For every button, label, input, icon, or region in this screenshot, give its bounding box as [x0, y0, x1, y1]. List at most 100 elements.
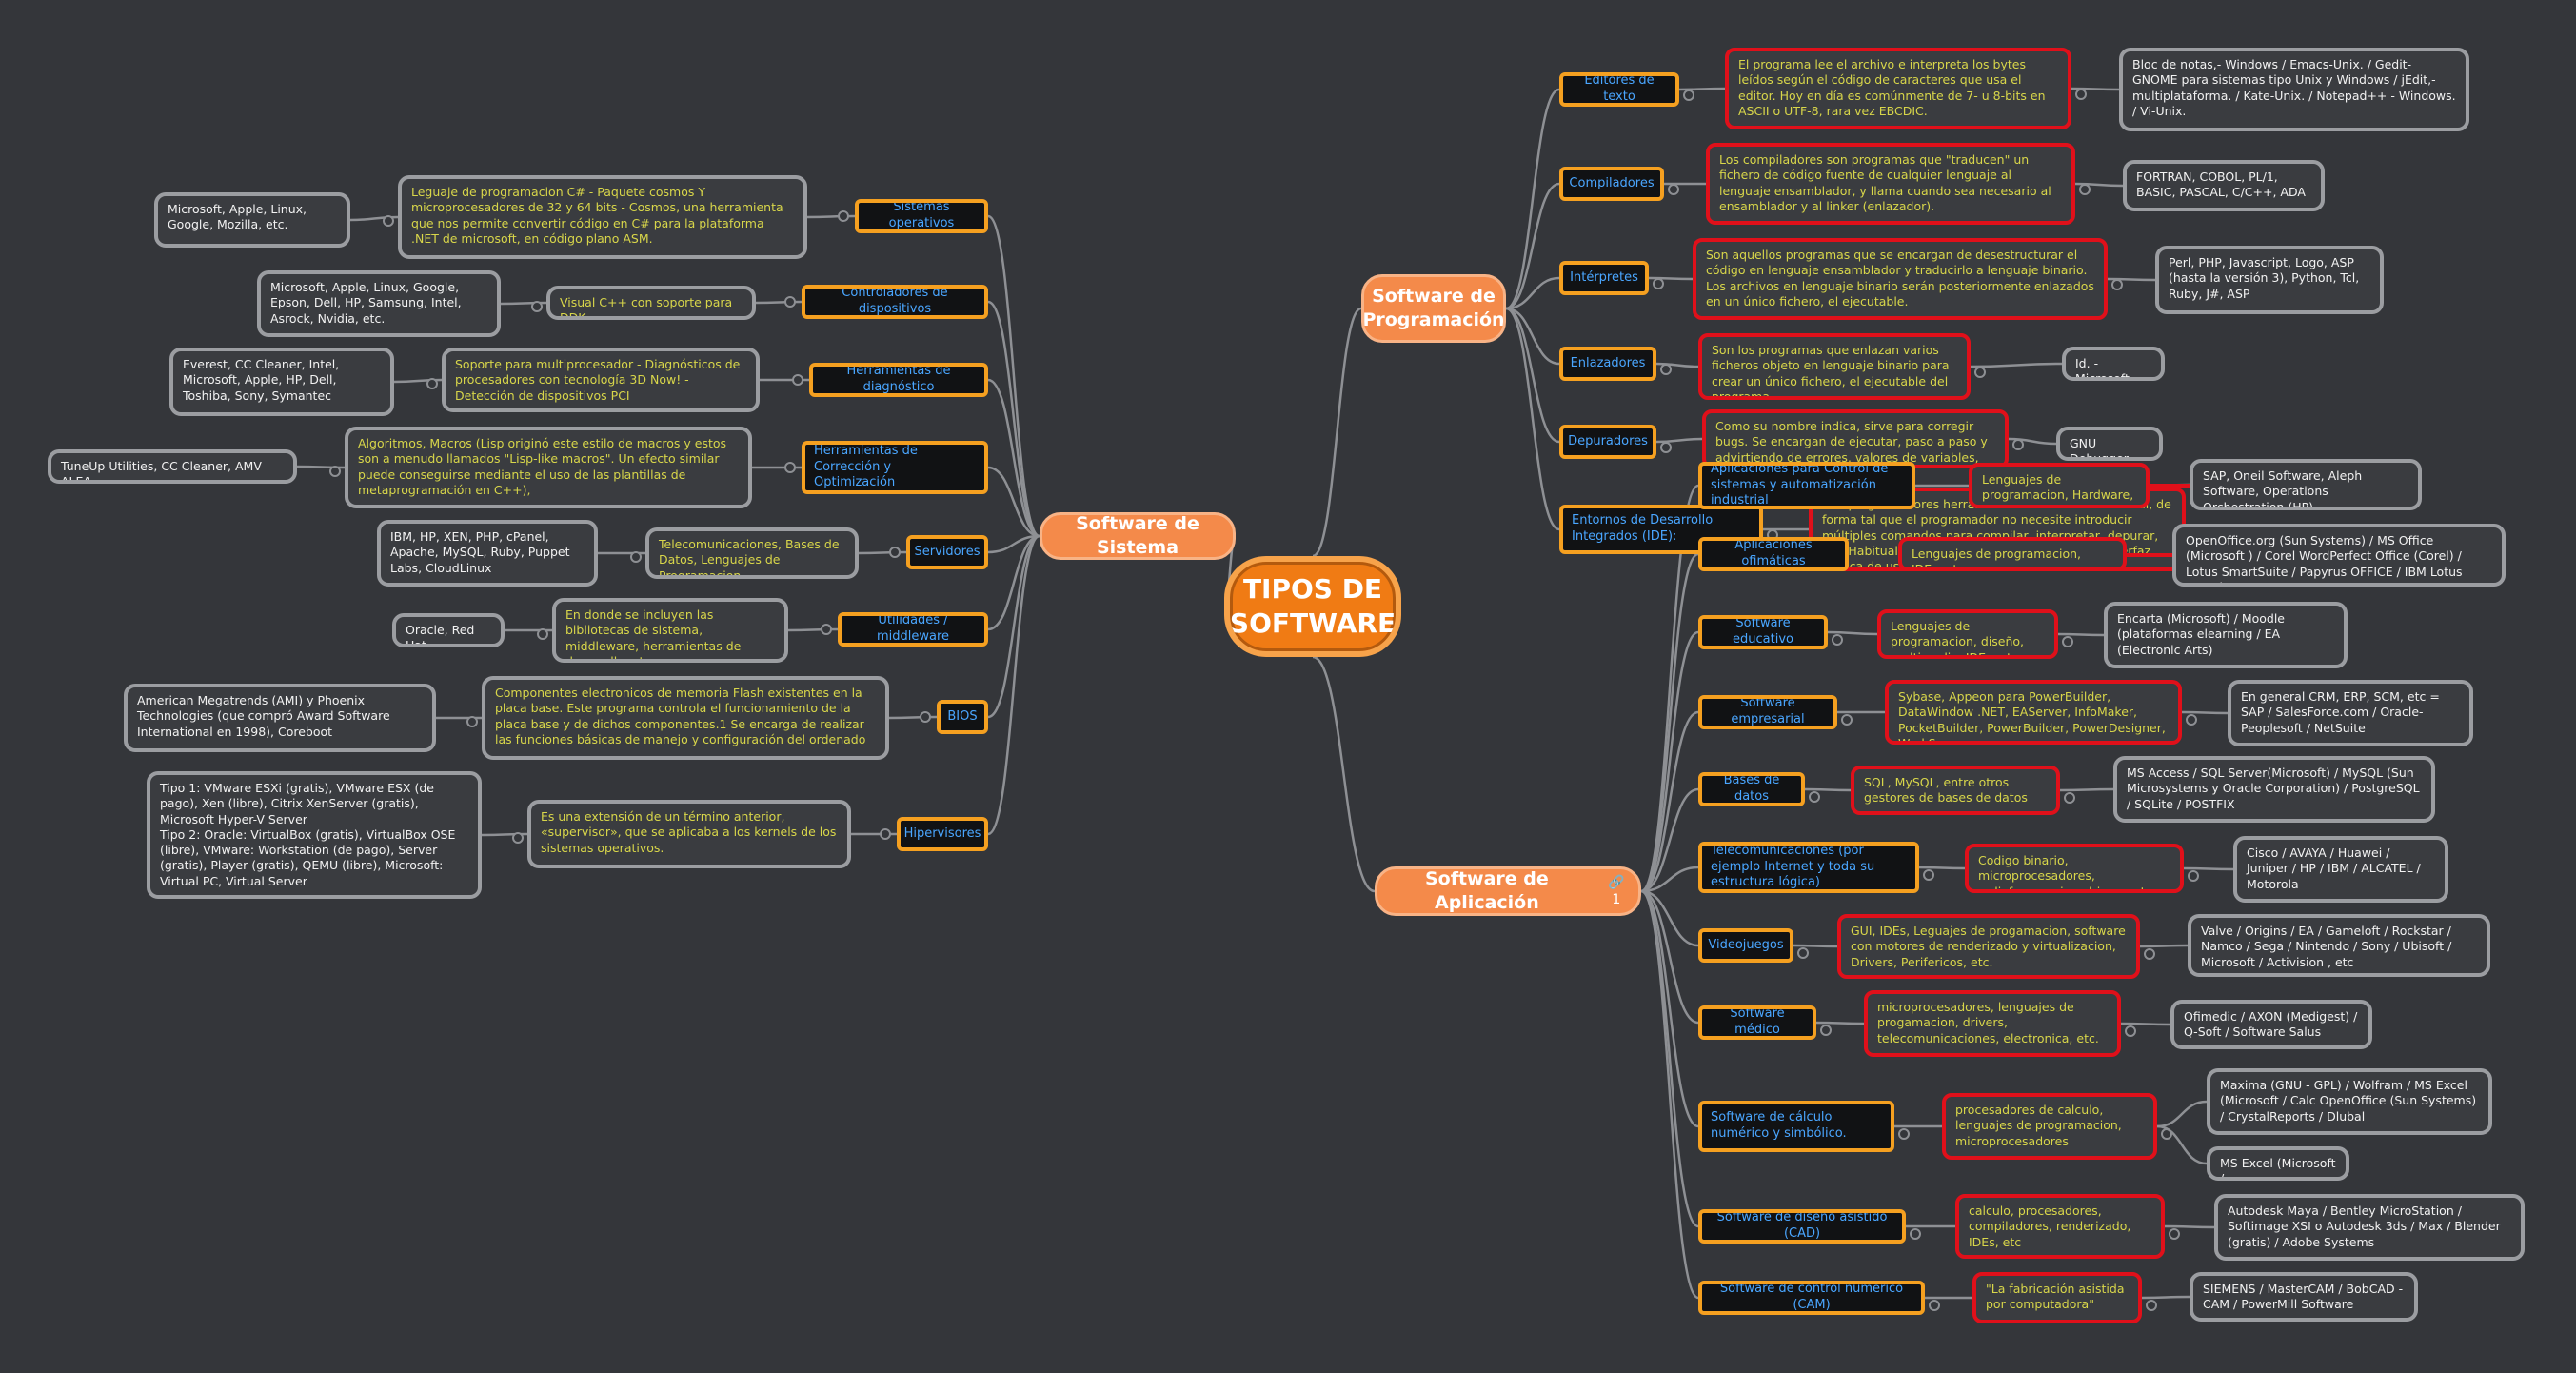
- sistema-desc-7: Es una extensión de un término anterior,…: [527, 800, 851, 868]
- app-cat-4[interactable]: Bases de datos: [1698, 772, 1805, 806]
- prog-cat-2[interactable]: Intérpretes: [1559, 261, 1649, 295]
- app-cat-1[interactable]: Aplicaciones ofimáticas: [1698, 537, 1849, 571]
- dot-prog-1: [1668, 184, 1679, 195]
- sistema-desc-0: Leguaje de programacion C# - Paquete cos…: [398, 175, 807, 259]
- dot-app-d-6: [2144, 948, 2155, 960]
- wire-sistema-ex-0: [349, 215, 399, 222]
- sistema-cat-1[interactable]: Controladores de dispositivos: [802, 285, 988, 319]
- wire-sistema-desc-4: [858, 550, 907, 555]
- sistema-desc-5: En donde se incluyen las bibliotecas de …: [552, 598, 788, 663]
- wire-app-ex-6: [2139, 944, 2189, 948]
- wire-app-2: [1640, 630, 1699, 893]
- app-desc-7: microprocesadores, lenguajes de progamac…: [1864, 990, 2121, 1057]
- sistema-cat-4[interactable]: Servidores: [906, 535, 988, 569]
- branch-software-sistema[interactable]: Software de Sistema: [1040, 512, 1236, 560]
- app-cat-8[interactable]: Software de cálculo numérico y simbólico…: [1698, 1101, 1894, 1152]
- central-topic[interactable]: TIPOS DE SOFTWARE: [1224, 556, 1401, 657]
- dot-sistema-5: [821, 624, 832, 635]
- wire-sistema-0: [987, 214, 1040, 538]
- dot-app-d-4: [2064, 792, 2075, 804]
- sistema-desc-4: Telecomunicaciones, Bases de Datos, Leng…: [645, 527, 859, 579]
- app-ex-4: MS Access / SQL Server(Microsoft) / MySQ…: [2113, 756, 2435, 823]
- link-count-badge[interactable]: 🔗 1: [1608, 874, 1625, 907]
- wire-prog-desc-0: [1678, 87, 1726, 91]
- sistema-cat-7[interactable]: Hipervisores: [897, 817, 988, 851]
- sistema-ex-4: IBM, HP, XEN, PHP, cPanel, Apache, MySQL…: [377, 520, 598, 587]
- sistema-cat-6[interactable]: BIOS: [937, 700, 988, 734]
- app-cat-5[interactable]: Telecomunicaciones (por ejemplo Internet…: [1698, 842, 1919, 893]
- sistema-ex-2: Everest, CC Cleaner, Intel, Microsoft, A…: [169, 348, 394, 416]
- wire-sistema-3: [987, 466, 1040, 538]
- dot-sistema-3: [784, 462, 796, 473]
- dot-prog-d-3: [1974, 367, 1986, 378]
- sistema-ex-6: American Megatrends (AMI) y Phoenix Tech…: [124, 684, 436, 752]
- app-ex-9: Autodesk Maya / Bentley MicroStation / S…: [2214, 1194, 2525, 1261]
- app-cat-10[interactable]: Software de control numérico (CAM): [1698, 1281, 1925, 1315]
- wire-sistema-5: [987, 534, 1040, 631]
- wire-prog-desc-4: [1655, 437, 1703, 444]
- wire-prog-4: [1505, 307, 1560, 444]
- app-cat-7[interactable]: Software médico: [1698, 1005, 1816, 1040]
- app-cat-2[interactable]: Software educativo: [1698, 615, 1828, 649]
- sistema-ex-5: Oracle, Red Hat: [392, 613, 505, 647]
- app-ex-7: Ofimedic / AXON (Medigest) / Q-Soft / So…: [2170, 1000, 2372, 1049]
- prog-cat-1[interactable]: Compiladores: [1559, 167, 1664, 201]
- wire-app-ex-7: [2120, 1022, 2171, 1026]
- dot-sistema-d-6: [466, 716, 478, 727]
- prog-desc-0: El programa lee el archivo e interpreta …: [1725, 48, 2071, 129]
- sistema-desc-6: Componentes electronicos de memoria Flas…: [482, 676, 889, 760]
- dot-prog-0: [1683, 90, 1694, 101]
- app-desc-3: Sybase, Appeon para PowerBuilder, DataWi…: [1885, 680, 2182, 745]
- sistema-ex-3: TuneUp Utilities, CC Cleaner, AMV ALEA: [48, 449, 297, 484]
- wire-prog-ex-4: [2008, 437, 2057, 446]
- dot-prog-d-2: [2111, 279, 2123, 290]
- wire-prog-ex-2: [2107, 277, 2156, 282]
- app-ex-1: OpenOffice.org (Sun Systems) / MS Office…: [2172, 524, 2506, 587]
- dot-sistema-0: [838, 210, 849, 222]
- dot-app-d-3: [2186, 714, 2197, 726]
- wire-app-ex-9: [2164, 1224, 2215, 1229]
- wire-app-ex-4: [2059, 787, 2114, 792]
- dot-app-4: [1809, 791, 1820, 803]
- app-cat-0[interactable]: Aplicaciones para Control de sistemas y …: [1698, 462, 1915, 509]
- wire-app-4: [1640, 787, 1699, 893]
- dot-sistema-d-0: [383, 215, 394, 227]
- prog-cat-3[interactable]: Enlazadores: [1559, 347, 1656, 381]
- dot-app-7: [1820, 1025, 1832, 1036]
- wire-app-desc-5: [1918, 866, 1966, 870]
- wire-prog-1: [1505, 182, 1560, 310]
- sistema-cat-3[interactable]: Herramientas de Corrección y Optimizació…: [802, 441, 988, 494]
- prog-cat-0[interactable]: Editores de texto: [1559, 72, 1679, 107]
- wire-sistema-ex-1: [500, 301, 547, 306]
- dot-app-d-9: [2169, 1228, 2180, 1240]
- wire-sistema-1: [987, 300, 1040, 538]
- dot-prog-4: [1660, 442, 1672, 453]
- dot-sistema-1: [784, 296, 796, 308]
- prog-ex-1: FORTRAN, COBOL, PL/1, BASIC, PASCAL, C/C…: [2123, 160, 2325, 211]
- app-cat-9[interactable]: Software de diseño asistido (CAD): [1698, 1209, 1906, 1244]
- sistema-cat-2[interactable]: Herramientas de diagnóstico: [809, 363, 988, 397]
- sistema-cat-0[interactable]: Sistemas operativos: [855, 199, 988, 233]
- sistema-cat-5[interactable]: Utilidades / middleware: [838, 612, 988, 647]
- app-desc-10: "La fabricación asistida por computadora…: [1972, 1272, 2142, 1323]
- wire-app-ex-3: [2181, 710, 2229, 715]
- wire-sistema-ex-7: [481, 832, 528, 837]
- app-desc-8: procesadores de calculo, lenguajes de pr…: [1942, 1093, 2157, 1160]
- dot-sistema-7: [880, 828, 891, 840]
- dot-prog-2: [1653, 278, 1664, 289]
- dot-app-8: [1898, 1128, 1910, 1140]
- sistema-desc-1: Visual C++ con soporte para DDK: [546, 286, 756, 320]
- dot-app-d-2: [2062, 636, 2073, 647]
- branch-software-programacion[interactable]: Software de Programación: [1361, 274, 1506, 343]
- sistema-ex-0: Microsoft, Apple, Linux, Google, Mozilla…: [154, 192, 350, 248]
- branch-software-aplicacion[interactable]: Software de Aplicación 🔗 1: [1375, 866, 1641, 916]
- wire-sistema-desc-1: [755, 300, 803, 305]
- prog-cat-4[interactable]: Depuradores: [1559, 425, 1656, 459]
- dot-prog-3: [1660, 364, 1672, 375]
- app-cat-6[interactable]: Videojuegos: [1698, 928, 1793, 963]
- dot-sistema-4: [889, 547, 901, 558]
- dot-app-d-8: [2161, 1128, 2172, 1140]
- app-ex-2: Encarta (Microsoft) / Moodle (plataforma…: [2104, 602, 2348, 668]
- wire-sistema-ex-2: [393, 378, 443, 384]
- app-cat-3[interactable]: Software empresarial: [1698, 695, 1837, 729]
